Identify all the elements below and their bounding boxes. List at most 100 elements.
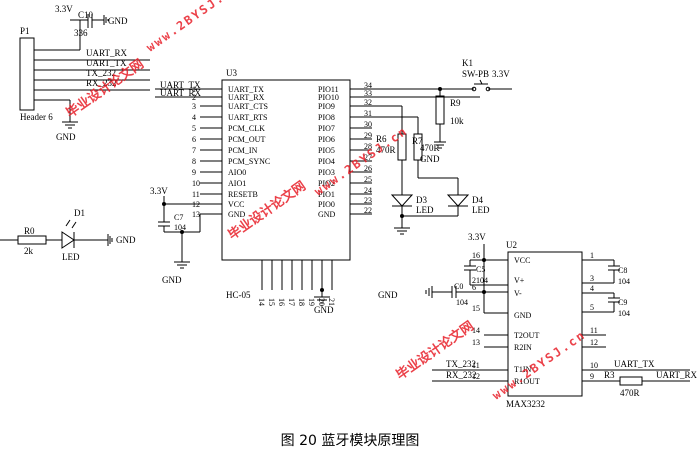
d3-ref-label: D3 <box>416 195 427 205</box>
c8-ref-label: C8 <box>618 266 627 275</box>
gnd-label-u3-bottom: GND <box>314 305 334 315</box>
u2-max3232-body <box>507 251 583 397</box>
c8-value-label: 104 <box>618 277 630 286</box>
c0-ref-label: C0 <box>454 282 463 291</box>
u3-pin-number: 13 <box>192 210 200 219</box>
net-uart-tx-p1: UART_TX <box>86 58 127 68</box>
u2-pin-name: R2IN <box>514 343 532 352</box>
u3-pin-name: UART_RTS <box>228 113 268 122</box>
u2-pin-number: 2 <box>472 276 476 285</box>
u2-pin-number: 3 <box>590 274 594 283</box>
u3-pin-number: 7 <box>192 146 196 155</box>
u3-pin-number: 26 <box>364 164 372 173</box>
d4-ref-label: D4 <box>472 195 483 205</box>
u3-pin-number: 12 <box>192 200 200 209</box>
c7-value-label: 104 <box>174 223 186 232</box>
u3-pin-number: 24 <box>364 186 372 195</box>
u3-pin-name: GND <box>228 210 246 219</box>
u3-pin-number: 22 <box>364 206 372 215</box>
u3-pin-name: UART_RX <box>228 93 265 102</box>
u3-pin-name: PIO2 <box>318 179 335 188</box>
watermark-url-1: www.2BYSJ.cn <box>144 0 243 54</box>
net-uart-tx-u2: UART_TX <box>614 359 655 369</box>
u2-pin-number: 9 <box>590 372 594 381</box>
u3-pin-name: UART_TX <box>228 85 264 94</box>
vcc-label-top: 3.3V <box>55 4 73 14</box>
u3-pin-name: PIO4 <box>318 157 335 166</box>
u2-pin-name: V+ <box>514 276 525 285</box>
u3-pin-name: UART_CTS <box>228 102 268 111</box>
gnd-label-d1: GND <box>116 235 136 245</box>
gnd-label-r9: GND <box>420 154 440 164</box>
u3-pin-name: PIO0 <box>318 200 335 209</box>
net-uart-rx-u3: UART_RX <box>160 88 201 98</box>
u3-pin-number: 23 <box>364 196 372 205</box>
vcc-label-u2: 3.3V <box>468 232 486 242</box>
gnd-label-u2: GND <box>378 290 398 300</box>
u3-pin-name: PIO9 <box>318 102 335 111</box>
k1-ref-label: K1 <box>462 58 473 68</box>
u2-pin-name: R1OUT <box>514 377 540 386</box>
net-rx232-p1: RX_232 <box>86 78 117 88</box>
d1-ref-label: D1 <box>74 208 85 218</box>
u3-pin-name: PIO6 <box>318 135 335 144</box>
vcc-label-k1: 3.3V <box>492 69 510 79</box>
r9-value-label: 10k <box>450 116 464 126</box>
r6-ref-label: R6 <box>376 134 387 144</box>
u3-pin-name: GND <box>318 210 336 219</box>
u3-pin-name: PIO8 <box>318 113 335 122</box>
gnd-label-p1: GND <box>56 132 76 142</box>
u3-pin-number: 10 <box>192 179 200 188</box>
u3-pin-name: PIO5 <box>318 146 335 155</box>
u2-pin-number: 10 <box>590 361 598 370</box>
gnd-label-c10: GND <box>108 16 128 26</box>
u3-pin-number: 29 <box>364 131 372 140</box>
c10-value-label: 336 <box>74 28 88 38</box>
d3-value-label: LED <box>416 205 434 215</box>
r6-value-label: 470R <box>376 145 396 155</box>
u3-pin-name: AIO1 <box>228 179 246 188</box>
u2-pin-number: 11 <box>590 326 598 335</box>
u2-pin-number: 4 <box>590 284 594 293</box>
u3-hc05-body <box>221 79 351 261</box>
u2-pin-name: T1IN <box>514 365 532 374</box>
u2-pin-number: 16 <box>472 251 480 260</box>
d1-value-label: LED <box>62 252 80 262</box>
r0-ref-label: R0 <box>24 226 35 236</box>
figure-caption: 图 20 蓝牙模块原理图 <box>280 433 420 449</box>
u3-right-pin-names: PIO11PIO10PIO9PIO8PIO7PIO6PIO5PIO4PIO3PI… <box>318 85 339 219</box>
net-uart-tx-u3: UART_TX <box>160 80 201 90</box>
u3-pin-number: 31 <box>364 109 372 118</box>
net-uart-rx-p1: UART_RX <box>86 48 127 58</box>
p1-value-label: Header 6 <box>20 112 53 122</box>
u3-pin-number: 9 <box>192 168 196 177</box>
u2-pin-number: 15 <box>472 304 480 313</box>
u3-pin-number: 34 <box>364 81 372 90</box>
u3-pin-name: PIO11 <box>318 85 339 94</box>
u3-pin-number: 11 <box>192 190 200 199</box>
u3-pin-number: 6 <box>192 135 196 144</box>
u3-pin-number: 21 <box>327 298 336 306</box>
u3-pin-number: 14 <box>257 298 266 306</box>
u3-pin-name: PCM_IN <box>228 146 258 155</box>
u2-pin-number: 13 <box>472 338 480 347</box>
u2-pin-number: 6 <box>472 283 476 292</box>
r3-value-label: 470R <box>620 388 640 398</box>
net-tx232-p1: TX_232 <box>86 68 116 78</box>
u3-pin-number: 16 <box>277 298 286 306</box>
u3-pin-name: PCM_OUT <box>228 135 265 144</box>
u2-pin-number: 11 <box>472 361 480 370</box>
k1-value-label: SW-PB <box>462 69 489 79</box>
d3-led-symbol <box>390 194 414 207</box>
p1-header-body <box>19 37 35 111</box>
u3-pin-number: 2 <box>192 93 196 102</box>
u2-ref-label: U2 <box>506 240 517 250</box>
r9-ref-label: R9 <box>450 98 461 108</box>
r7-value-label: 470R <box>420 143 440 153</box>
